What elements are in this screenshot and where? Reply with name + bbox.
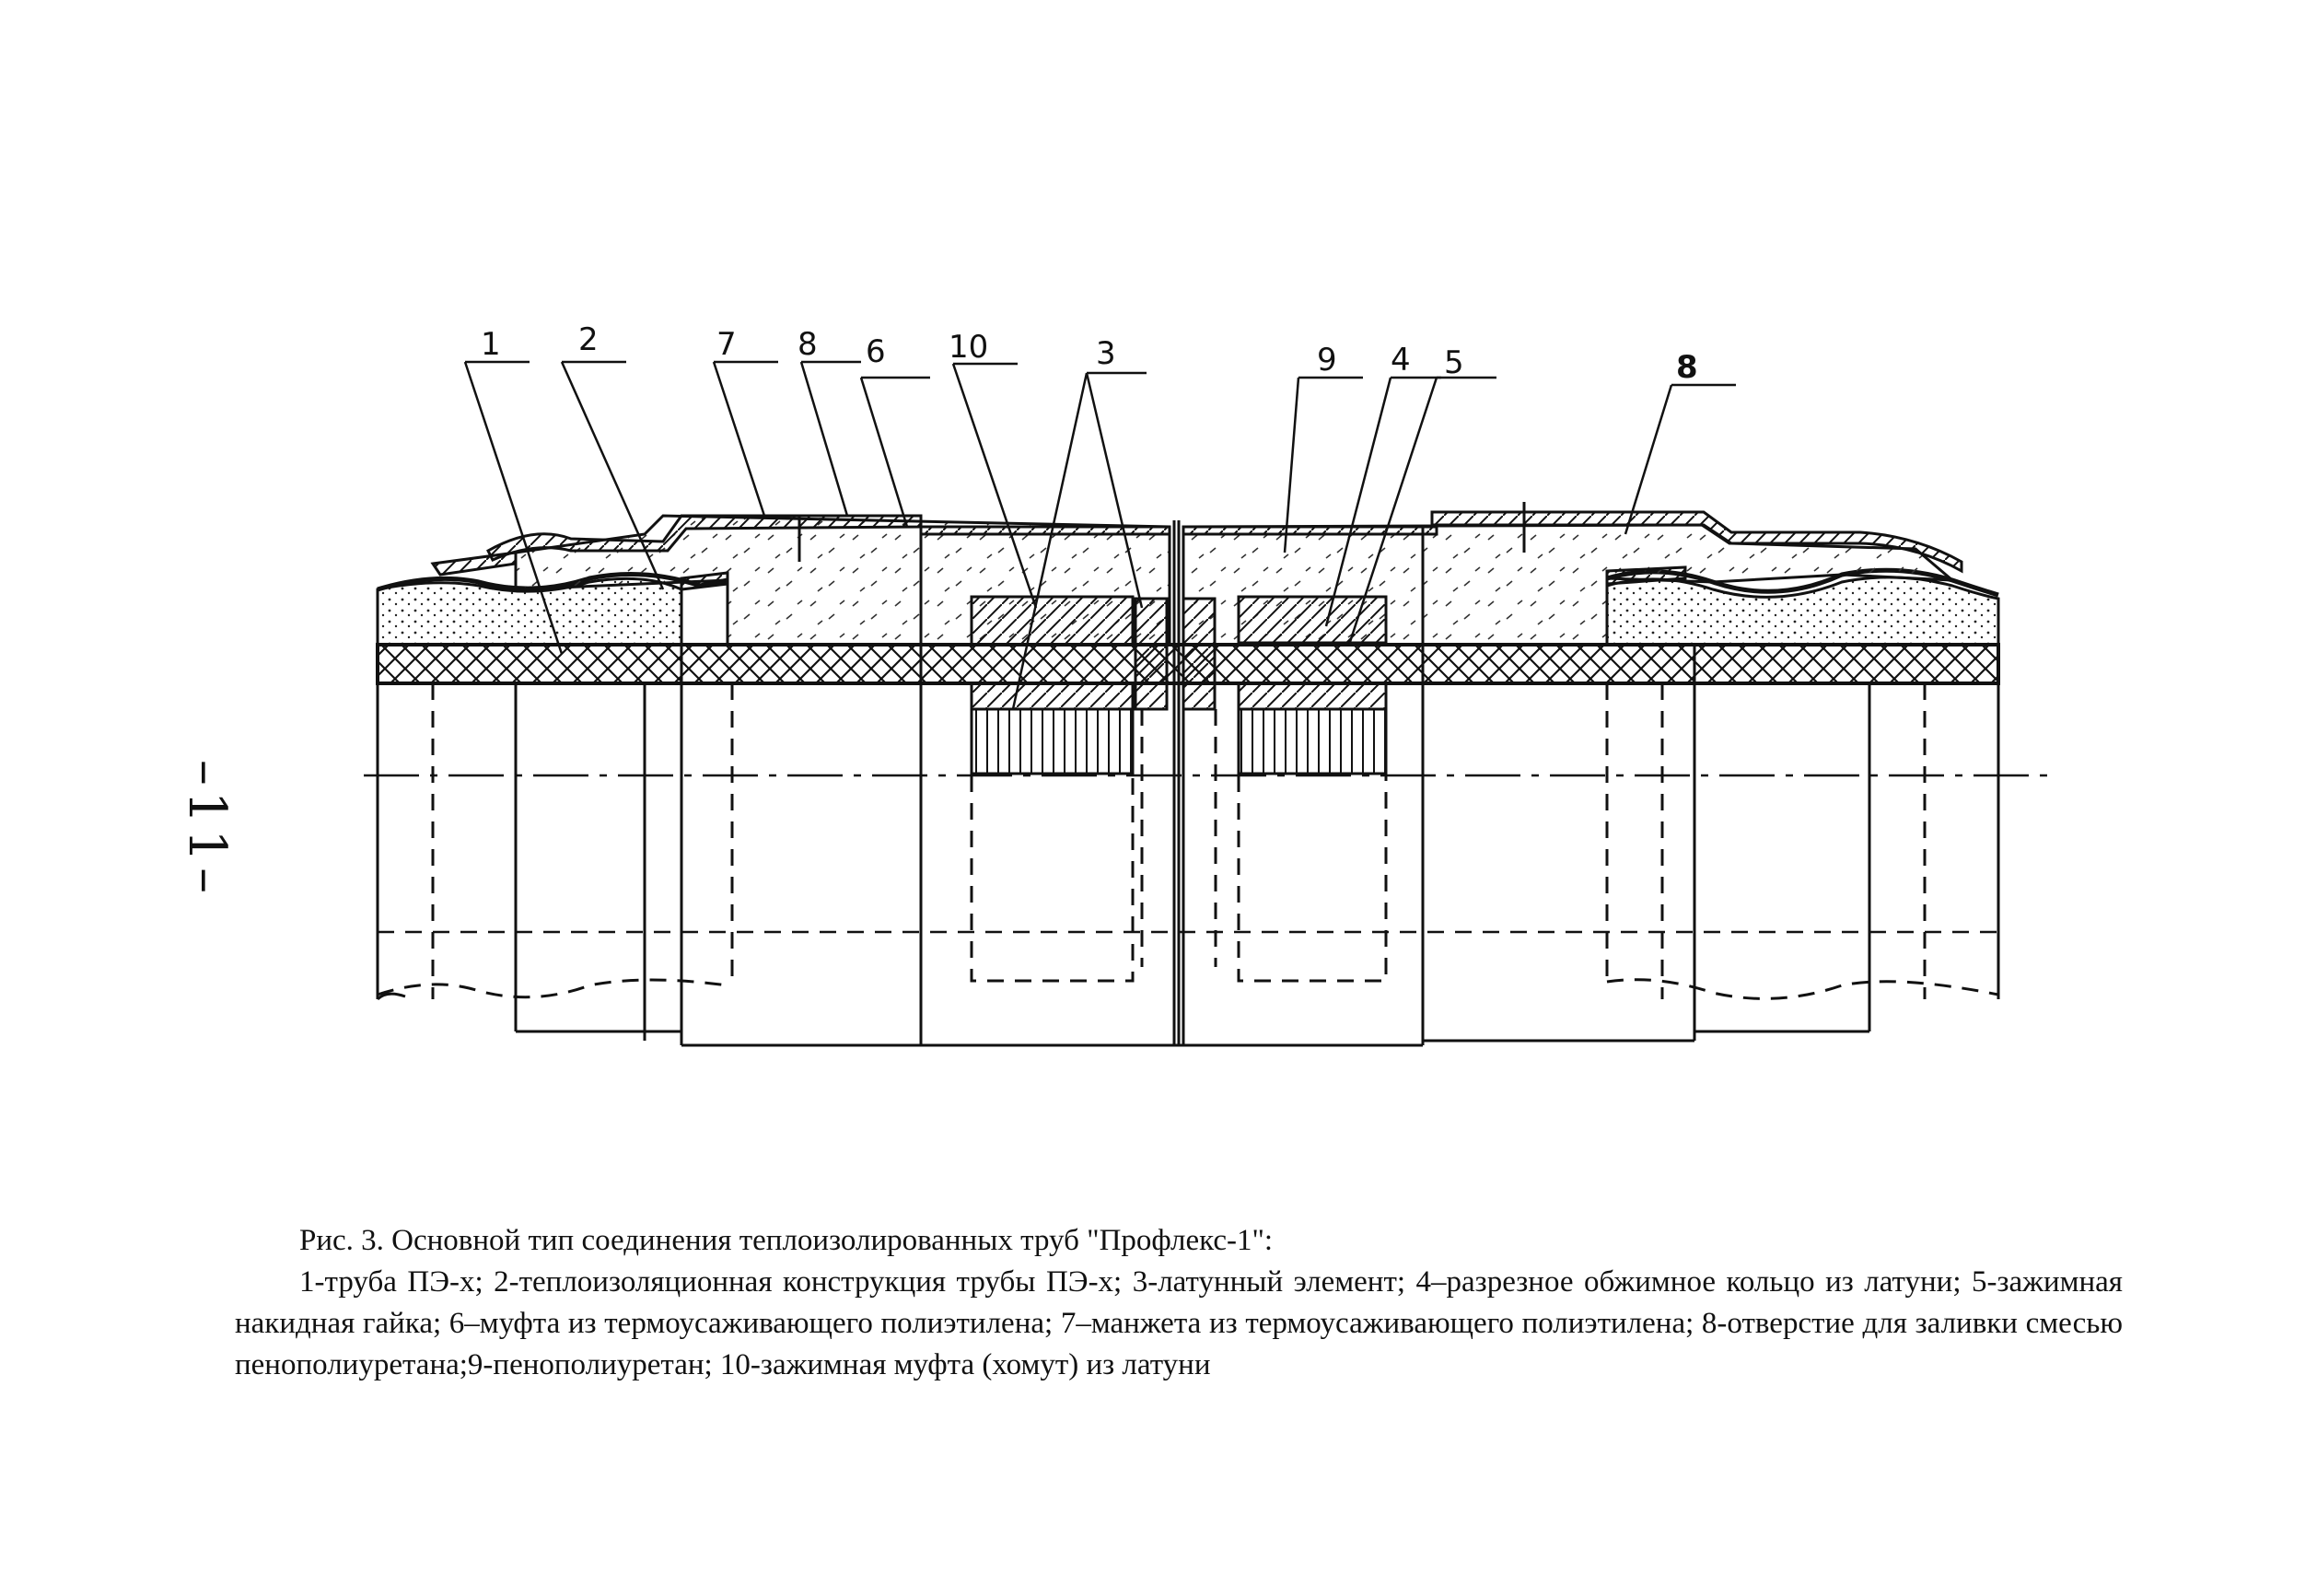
inner-fitting-right [1237, 682, 1388, 711]
label-1: 1 [481, 326, 501, 363]
sleeve-center-right [1182, 525, 1438, 536]
cuff-right [1605, 565, 1687, 586]
leader-9 [1283, 376, 1363, 553]
leader-7 [712, 360, 778, 517]
brass-center-right [1182, 597, 1217, 711]
label-10: 10 [949, 329, 988, 366]
leader-5 [1347, 376, 1496, 646]
label-2: 2 [578, 321, 599, 358]
pipe-bottom-edges [376, 992, 1869, 1047]
leader-6 [859, 376, 930, 528]
caption-title: Рис. 3. Основной тип соединения теплоизо… [299, 1224, 1274, 1257]
label-4: 4 [1391, 342, 1411, 379]
inner-teeth-left [970, 707, 1135, 775]
figure-caption: Рис. 3. Основной тип соединения теплоизо… [235, 1220, 2123, 1386]
page-number: –11– [177, 759, 238, 899]
label-8b: 8 [1676, 349, 1698, 386]
inner-fitting-left [970, 682, 1135, 711]
leader-1 [463, 360, 564, 655]
brass-center-left [1134, 597, 1169, 711]
leader-3 [1011, 371, 1147, 710]
cuff-left [430, 551, 518, 577]
leader-2 [560, 360, 665, 590]
leader-10 [951, 362, 1038, 609]
leader-8a [799, 360, 861, 517]
caption-legend: 1-труба ПЭ-х; 2-теплоизоляционная констр… [235, 1265, 2123, 1381]
cuff-left-2 [680, 571, 729, 591]
leader-8b [1624, 383, 1736, 535]
inner-teeth-right [1237, 707, 1388, 775]
label-5: 5 [1444, 344, 1464, 381]
brass-nut-right [1237, 595, 1388, 645]
label-3: 3 [1096, 335, 1116, 372]
label-9: 9 [1317, 342, 1337, 379]
label-8a: 8 [798, 326, 818, 363]
brass-fitting-left [970, 595, 1135, 647]
label-7: 7 [716, 326, 737, 363]
pipe-verticals [514, 527, 1871, 1045]
label-6: 6 [866, 333, 886, 370]
sleeve-right [1430, 510, 1963, 574]
leader-4 [1324, 376, 1441, 627]
pipe-outline-top [376, 683, 2000, 999]
sleeve-center [919, 525, 1171, 536]
